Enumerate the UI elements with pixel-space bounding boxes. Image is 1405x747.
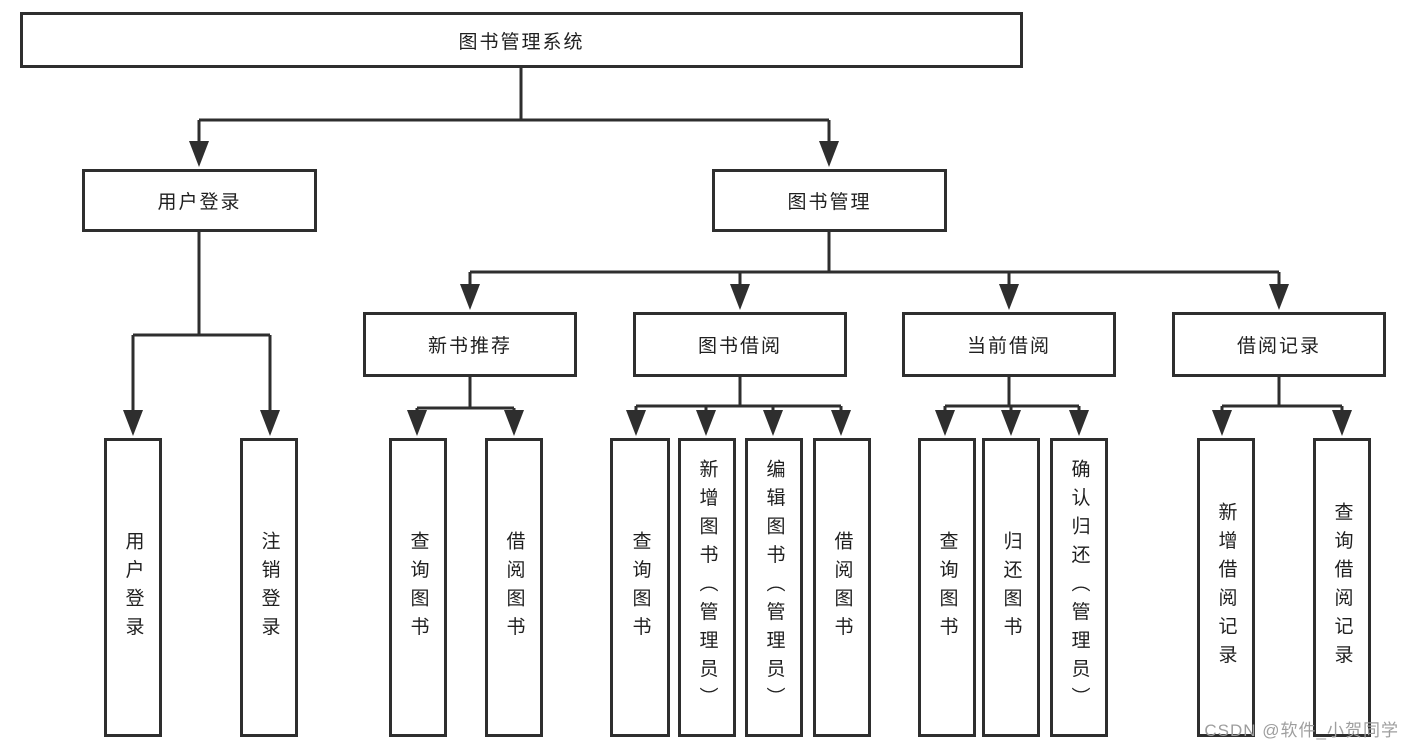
node-label: 编辑图书（管理员） (763, 459, 785, 716)
node-label: 借阅记录 (1236, 336, 1321, 357)
leaf-recommend-query-book: 查询图书 (389, 438, 447, 737)
leaf-borrowing-query-book: 查询图书 (610, 438, 670, 737)
leaf-recommend-borrow-book: 借阅图书 (485, 438, 543, 737)
node-label: 图书借阅 (697, 336, 782, 357)
leaf-borrowing-borrow-book: 借阅图书 (813, 438, 871, 737)
node-book-borrowing: 图书借阅 (633, 312, 847, 377)
leaf-user-login: 用户登录 (104, 438, 162, 737)
node-label: 查询图书 (407, 530, 429, 645)
node-borrowing-records: 借阅记录 (1172, 312, 1386, 377)
node-label: 借阅图书 (503, 530, 525, 645)
node-label: 借阅图书 (831, 530, 853, 645)
node-label: 新书推荐 (427, 336, 512, 357)
node-user-login: 用户登录 (82, 169, 317, 232)
node-label: 用户登录 (157, 192, 242, 213)
node-label: 查询图书 (936, 530, 958, 645)
node-label: 查询图书 (629, 530, 651, 645)
leaf-borrowing-edit-book-admin: 编辑图书（管理员） (745, 438, 803, 737)
leaf-current-query-book: 查询图书 (918, 438, 976, 737)
leaf-logout: 注销登录 (240, 438, 298, 737)
leaf-records-add-record: 新增借阅记录 (1197, 438, 1255, 737)
node-current-borrowing: 当前借阅 (902, 312, 1116, 377)
node-label: 图书管理 (787, 192, 872, 213)
leaf-current-confirm-return-admin: 确认归还（管理员） (1050, 438, 1108, 737)
leaf-records-query-record: 查询借阅记录 (1313, 438, 1371, 737)
node-label: 当前借阅 (966, 336, 1051, 357)
node-label: 确认归还（管理员） (1068, 459, 1090, 716)
node-label: 新增借阅记录 (1215, 502, 1237, 673)
node-library-management-system: 图书管理系统 (20, 12, 1023, 68)
node-new-book-recommendation: 新书推荐 (363, 312, 577, 377)
node-label: 图书管理系统 (458, 31, 585, 53)
watermark: CSDN @软件_小贺同学 (1204, 721, 1399, 740)
leaf-current-return-book: 归还图书 (982, 438, 1040, 737)
leaf-borrowing-add-book-admin: 新增图书（管理员） (678, 438, 736, 737)
node-label: 新增图书（管理员） (696, 459, 718, 716)
node-label: 注销登录 (258, 530, 280, 645)
node-book-management: 图书管理 (712, 169, 947, 232)
node-label: 归还图书 (1000, 530, 1022, 645)
node-label: 用户登录 (122, 530, 144, 645)
node-label: 查询借阅记录 (1331, 502, 1353, 673)
